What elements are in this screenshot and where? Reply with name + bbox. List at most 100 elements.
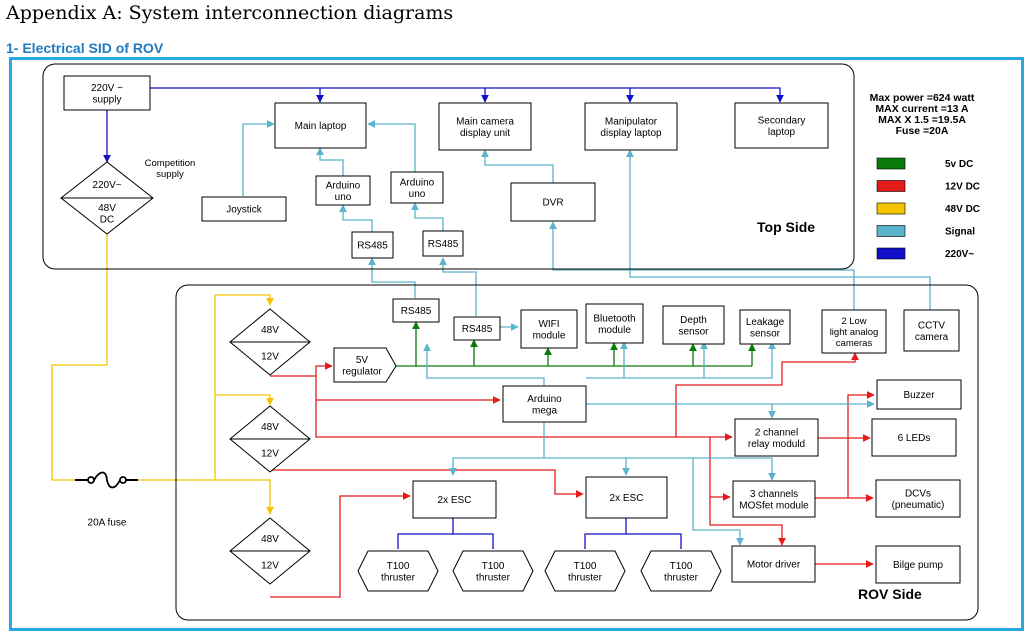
- motor-driver-box-shape: [731, 545, 816, 583]
- wire-sig-cameras-dvr: [549, 221, 855, 310]
- dcvs-box: DCVs(pneumatic): [875, 479, 961, 518]
- thruster-2-shape: [452, 550, 534, 592]
- block-label: CCTV: [918, 320, 946, 331]
- wire-12v-dcvs: [847, 438, 874, 502]
- block-label: Competition: [145, 158, 196, 169]
- block-label: light analog: [830, 327, 879, 338]
- block-label: Top Side: [757, 219, 815, 235]
- regulator-shape: [333, 347, 397, 383]
- block-label: 20A fuse: [88, 518, 127, 529]
- block-label: module: [598, 325, 631, 336]
- block-label: 12V: [261, 351, 279, 362]
- thruster-1-shape: [357, 550, 439, 592]
- block-label: 12V: [261, 560, 279, 571]
- esc-1-box-shape: [412, 480, 497, 519]
- block-label: 12V: [261, 448, 279, 459]
- wire-esc2-thruster-a: [584, 518, 627, 549]
- diagram-frame: [9, 57, 1024, 631]
- wire-48v-to-fuse: [51, 234, 108, 481]
- page-heading: Appendix A: System interconnection diagr…: [6, 2, 454, 24]
- block-label: T100: [574, 561, 597, 572]
- thruster-4-shape: [640, 550, 722, 592]
- spec-line: Max power =624 watt: [870, 92, 975, 104]
- wire-220v-main: [150, 87, 784, 103]
- fuse-terminal-right: [119, 476, 127, 484]
- block-label: 2x ESC: [438, 495, 472, 506]
- wire-sig-cctv-manip: [626, 149, 931, 310]
- block-label: 220V~: [92, 180, 121, 191]
- block-label: sensor: [678, 326, 709, 337]
- wire-12v-cameras: [675, 352, 859, 437]
- block-label: T100: [482, 561, 505, 572]
- block-label: display laptop: [600, 128, 662, 139]
- wire-sig-joystick: [242, 120, 275, 196]
- block-label: 5V: [356, 355, 369, 366]
- wire-12v-esc1: [270, 492, 411, 598]
- rs485-rov-a-box: RS485: [392, 298, 440, 323]
- legend-swatch: [876, 225, 906, 237]
- block-label: camera: [915, 332, 949, 343]
- block-label: 2 Low: [841, 316, 866, 327]
- block-label: laptop: [768, 127, 796, 138]
- block-label: cameras: [836, 338, 873, 349]
- legend-label: 5v DC: [945, 159, 973, 170]
- block-label: Leakage: [746, 317, 785, 328]
- wire-12v-motor-driver: [709, 497, 786, 546]
- bilge-pump-box: Bilge pump: [875, 545, 961, 584]
- esc-1-box: 2x ESC: [412, 480, 497, 519]
- wire-12v-mosfet: [709, 437, 731, 501]
- block-label: DVR: [542, 198, 563, 209]
- wire-48v-conv3: [215, 479, 274, 515]
- block-label: supply: [93, 94, 122, 105]
- legend-swatch: [876, 157, 906, 170]
- rs485-top-1-box: RS485: [351, 231, 394, 259]
- wire-12v-buzzer: [847, 391, 875, 438]
- block-label: relay moduld: [748, 439, 805, 450]
- block-label: 6 LEDs: [898, 433, 931, 444]
- block-label: module: [533, 330, 566, 341]
- block-label: display unit: [460, 128, 510, 139]
- manipulator-laptop-box-shape: [584, 102, 678, 151]
- dvr-box-shape: [510, 182, 596, 222]
- wire-sig-rov-rs485b: [439, 257, 477, 316]
- main-laptop-box-shape: [274, 102, 367, 149]
- spec-line: Fuse =20A: [896, 125, 949, 137]
- wire-sig-esc1: [449, 422, 545, 476]
- rs485-top-2-box-shape: [422, 230, 464, 257]
- motor-driver-box: Motor driver: [731, 545, 816, 583]
- joystick-box: Joystick: [201, 196, 287, 222]
- block-label: RS485: [357, 241, 388, 252]
- wire-48v-conv1: [215, 294, 274, 306]
- block-label: Motor driver: [747, 560, 801, 571]
- esc-2-box-shape: [585, 476, 668, 519]
- wires-layer: [51, 87, 931, 598]
- block-label: regulator: [342, 366, 382, 377]
- wire-sig-motor-driver: [692, 458, 744, 546]
- block-label: thruster: [568, 572, 603, 583]
- dvr-box: DVR: [510, 182, 596, 222]
- block-label: (pneumatic): [892, 500, 945, 511]
- leakage-sensor-box-shape: [739, 309, 791, 345]
- secondary-laptop-box-shape: [734, 102, 829, 149]
- legend-label: 220V~: [945, 249, 974, 260]
- block-label: ROV Side: [858, 586, 922, 602]
- wire-48v-conv2: [215, 394, 274, 406]
- wire-12v-esc2: [270, 469, 584, 498]
- thruster-3-shape: [544, 550, 626, 592]
- wire-12v-regulator: [270, 362, 333, 377]
- legend-label: 12V DC: [945, 182, 980, 193]
- wire-sig-arduino2: [367, 120, 416, 172]
- rs485-rov-b-box: RS485: [453, 316, 501, 341]
- block-label: thruster: [381, 572, 416, 583]
- supply-220v-box: 220V ~supply: [63, 75, 151, 111]
- leds-box: 6 LEDs: [871, 418, 957, 457]
- buzzer-box: Buzzer: [876, 379, 962, 410]
